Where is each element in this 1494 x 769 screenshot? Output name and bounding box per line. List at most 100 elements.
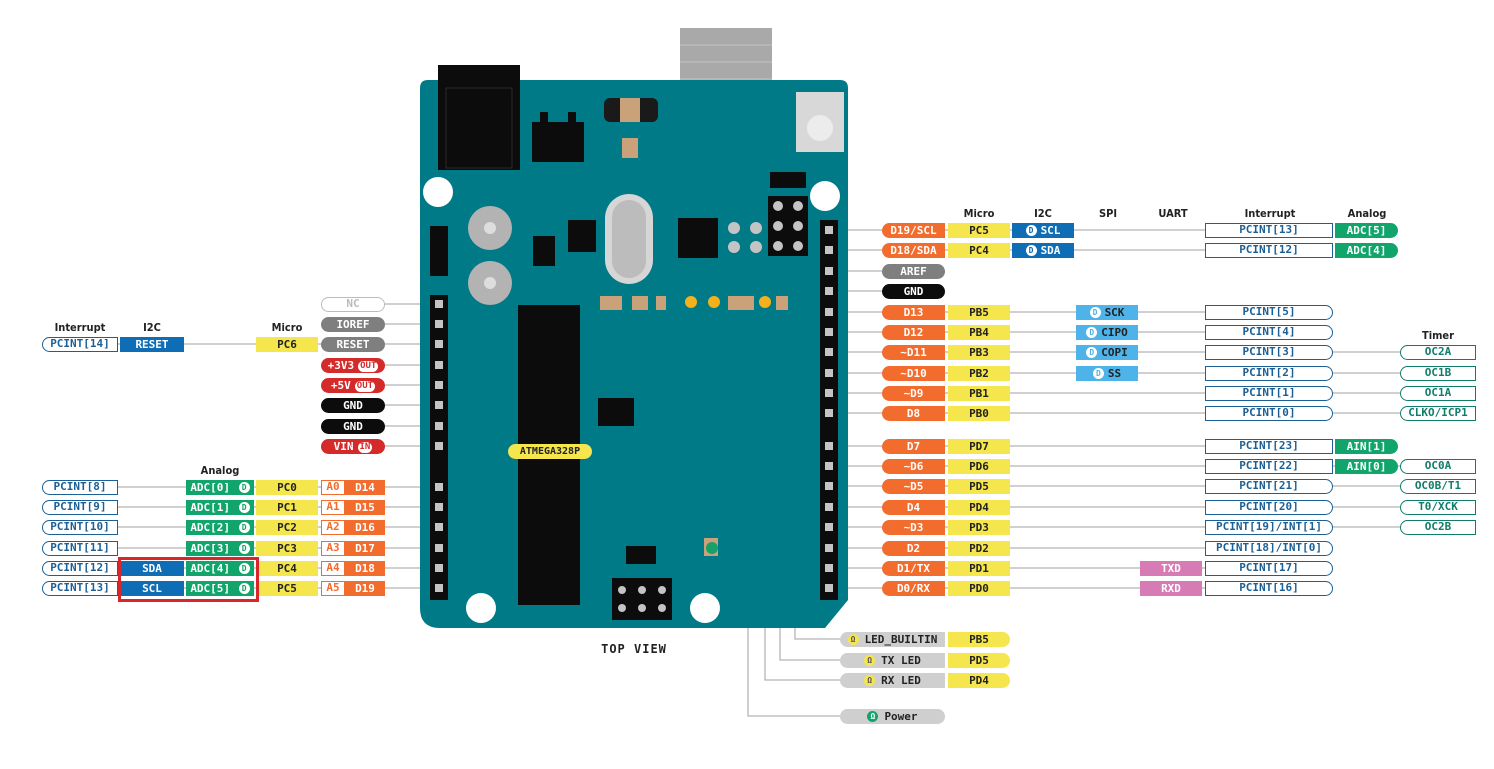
header-pin	[435, 422, 443, 430]
pin-micro: PC5	[948, 223, 1010, 238]
analog-pin: A4	[321, 561, 345, 576]
led-icon: Ω	[864, 675, 876, 686]
analog-adc: ADC[3] D	[186, 541, 254, 556]
analog-i2c: SDA	[120, 561, 184, 576]
power-pin: RESET	[321, 337, 385, 352]
pin-micro: PD5	[948, 479, 1010, 494]
header-interrupt-right: Interrupt	[1244, 207, 1296, 220]
pin-uart: RXD	[1140, 581, 1202, 596]
pin-digital: ~D6	[882, 459, 945, 474]
i2c-highlight-box	[118, 557, 259, 602]
pin-micro: PB4	[948, 325, 1010, 340]
pin-micro: PC4	[948, 243, 1010, 258]
analog-pin: A2	[321, 520, 345, 535]
pin-interrupt: PCINT[4]	[1205, 325, 1333, 340]
pin-digital: D18/SDA	[882, 243, 945, 258]
analog-interrupt: PCINT[13]	[42, 581, 118, 596]
reset-interrupt: PCINT[14]	[42, 337, 118, 352]
header-pin	[825, 564, 833, 572]
pin-aref: AREF	[882, 264, 945, 279]
pin-interrupt: PCINT[21]	[1205, 479, 1333, 494]
digital-badge: D	[1025, 245, 1037, 256]
pin-digital: D0/RX	[882, 581, 945, 596]
pin-interrupt: PCINT[12]	[1205, 243, 1333, 258]
pin-micro: PB3	[948, 345, 1010, 360]
analog-micro: PC3	[256, 541, 318, 556]
header-pin	[825, 369, 833, 377]
analog-digital: D18	[345, 561, 385, 576]
pin-digital: ~D5	[882, 479, 945, 494]
pin-interrupt: PCINT[17]	[1205, 561, 1333, 576]
pin-interrupt: PCINT[23]	[1205, 439, 1333, 454]
pin-digital: D8	[882, 406, 945, 421]
pin-interrupt: PCINT[3]	[1205, 345, 1333, 360]
pin-interrupt: PCINT[0]	[1205, 406, 1333, 421]
pin-digital: D4	[882, 500, 945, 515]
pin-micro: PD2	[948, 541, 1010, 556]
led-micro: PD5	[948, 653, 1010, 668]
chip-label: ATMEGA328P	[508, 444, 592, 459]
digital-badge: D	[1089, 307, 1101, 318]
pin-analog: ADC[4]	[1335, 243, 1398, 258]
pin-interrupt: PCINT[19]/INT[1]	[1205, 520, 1333, 535]
digital-badge: D	[238, 482, 250, 493]
pin-digital: ~D3	[882, 520, 945, 535]
header-pin	[435, 401, 443, 409]
led-micro: PD4	[948, 673, 1010, 688]
reset-micro: PC6	[256, 337, 318, 352]
pin-timer: CLKO/ICP1	[1400, 406, 1476, 421]
header-analog-right: Analog	[1347, 207, 1387, 220]
digital-badge: D	[1086, 347, 1098, 358]
analog-adc: ADC[2] D	[186, 520, 254, 535]
analog-micro: PC5	[256, 581, 318, 596]
pin-interrupt: PCINT[16]	[1205, 581, 1333, 596]
header-pin	[435, 381, 443, 389]
power-pin: GND	[321, 398, 385, 413]
pin-micro: PD0	[948, 581, 1010, 596]
pin-interrupt: PCINT[1]	[1205, 386, 1333, 401]
pin-micro: PD4	[948, 500, 1010, 515]
analog-adc: ADC[5] D	[186, 581, 254, 596]
analog-interrupt: PCINT[8]	[42, 480, 118, 495]
analog-digital: D14	[345, 480, 385, 495]
pin-micro: PB5	[948, 305, 1010, 320]
analog-pin: A0	[321, 480, 345, 495]
pin-interrupt: PCINT[18]/INT[0]	[1205, 541, 1333, 556]
pin-digital: D1/TX	[882, 561, 945, 576]
analog-adc: ADC[1] D	[186, 500, 254, 515]
header-pin	[825, 442, 833, 450]
header-pin	[435, 523, 443, 531]
analog-interrupt: PCINT[10]	[42, 520, 118, 535]
pin-micro: PD7	[948, 439, 1010, 454]
header-analog-left: Analog	[200, 464, 240, 477]
pin-digital: ~D9	[882, 386, 945, 401]
header-pin	[825, 308, 833, 316]
header-pin	[825, 462, 833, 470]
analog-micro: PC2	[256, 520, 318, 535]
header-pin	[435, 483, 443, 491]
header-pin	[825, 226, 833, 234]
analog-interrupt: PCINT[11]	[42, 541, 118, 556]
reset-i2c: RESET	[120, 337, 184, 352]
led-icon: Ω	[847, 634, 859, 645]
header-i2c-left: I2C	[143, 321, 161, 334]
pin-interrupt: PCINT[20]	[1205, 500, 1333, 515]
pin-timer: OC1A	[1400, 386, 1476, 401]
header-micro-right: Micro	[963, 207, 995, 220]
header-pin	[435, 340, 443, 348]
analog-pin: A3	[321, 541, 345, 556]
pin-micro: PD1	[948, 561, 1010, 576]
pin-timer: OC0B/T1	[1400, 479, 1476, 494]
digital-badge: D	[1086, 327, 1098, 338]
led-icon: Ω	[864, 655, 876, 666]
pin-micro: PD6	[948, 459, 1010, 474]
